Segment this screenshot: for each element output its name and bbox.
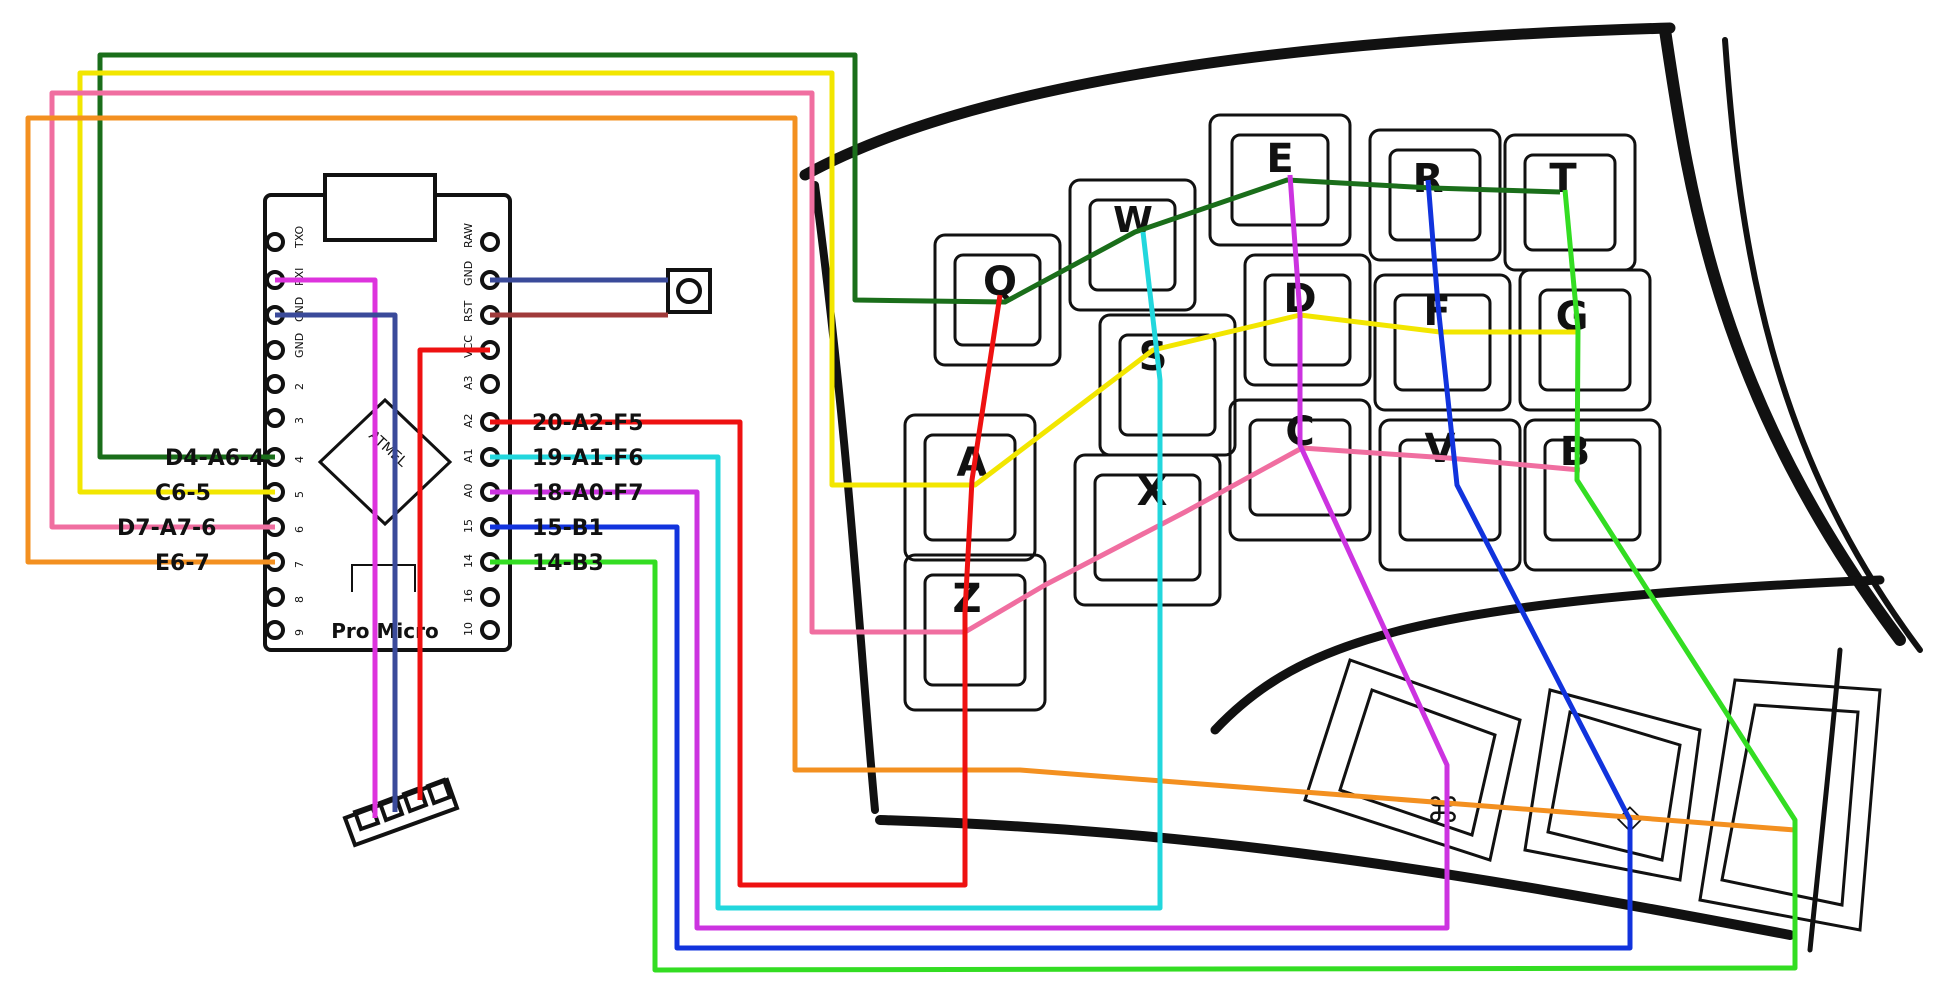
col-4-label: 15-B1 [532, 516, 604, 541]
pin-label: 10 [462, 622, 475, 636]
row-1-label: D4-A6-4 [165, 446, 264, 471]
left-pin-header [265, 232, 285, 640]
pin-label: VCC [462, 335, 475, 358]
row-4-label: E6-7 [155, 551, 210, 576]
key-x-label: X [1137, 469, 1168, 515]
col-1-label: 20-A2-F5 [532, 411, 644, 436]
rxi-wire [275, 277, 378, 818]
pin-label: 7 [293, 561, 306, 568]
reset-button [666, 268, 712, 314]
atmel-chip [317, 397, 453, 527]
pin-label: GND [293, 297, 306, 322]
thumb-key-2-cap [1523, 688, 1702, 882]
col-2-label: 19-A1-F6 [532, 446, 644, 471]
pin-label: 8 [293, 596, 306, 603]
key-b-cap [1523, 418, 1662, 572]
key-legends: Q W E R T A S D F G Z X C V B ⌘ ◇ [952, 136, 1643, 837]
thumb-key-1-label: ⌘ [1426, 791, 1460, 831]
right-pin-labels: RAW GND RST VCC A3 A2 A1 A0 15 14 16 10 [462, 223, 475, 636]
chip-label: ATMEL [365, 428, 410, 471]
key-w-cap [1068, 178, 1197, 312]
pin-label: TXO [293, 225, 306, 249]
row-4-wire [25, 115, 1796, 833]
pin-label: 16 [462, 589, 475, 603]
col-1-wire [490, 294, 1003, 888]
right-pin-header [480, 232, 500, 640]
key-e-label: E [1266, 136, 1293, 182]
key-e-cap [1208, 113, 1352, 247]
col-5-label: 14-B3 [532, 551, 604, 576]
keyboard-case [799, 22, 1923, 953]
thumb-key-1-cap [1303, 658, 1522, 862]
pin-label: 2 [293, 383, 306, 390]
pin-label: RST [462, 300, 475, 322]
pin-label: RAW [462, 223, 475, 248]
gnd-wire [275, 312, 398, 812]
col-3-label: 18-A0-F7 [532, 481, 644, 506]
pin-label: A3 [462, 375, 475, 390]
key-d-cap [1243, 253, 1372, 387]
vcc-wire [417, 347, 490, 800]
pin-label: A1 [462, 448, 475, 463]
pin-label: 5 [293, 491, 306, 498]
board-label: Pro Micro [331, 619, 438, 643]
pin-label: 4 [293, 456, 306, 463]
pin-label: GND [293, 333, 306, 358]
col-3-wire [490, 174, 1450, 931]
col-4-wire [490, 179, 1633, 951]
usb-connector [323, 173, 437, 242]
thumb-key-3-cap [1698, 678, 1882, 932]
pin-label: 3 [293, 417, 306, 424]
pin-label: 9 [293, 629, 306, 636]
row-labels: D4-A6-4 C6-5 D7-A7-6 E6-7 [117, 446, 264, 576]
pin-label: 6 [293, 526, 306, 533]
col-labels: 20-A2-F5 19-A1-F6 18-A0-F7 15-B1 14-B3 [532, 411, 644, 576]
pin-label: A0 [462, 483, 475, 498]
row-1-wire [97, 52, 1561, 460]
left-pin-labels: TXO RXI GND GND 2 3 4 5 6 7 8 9 [293, 225, 306, 636]
key-f-cap [1373, 273, 1512, 412]
pin-label: A2 [462, 413, 475, 428]
key-caps [903, 113, 1882, 932]
pin-label: 15 [462, 519, 475, 533]
key-g-cap [1518, 268, 1652, 412]
pro-micro-board: ATMEL Pro Micro TXO RXI GND GND 2 3 4 5 [263, 173, 512, 652]
col-2-wire [490, 231, 1163, 911]
pin-label: RXI [293, 268, 306, 286]
board-silkscreen-bracket [351, 564, 416, 592]
pin-label: GND [462, 261, 475, 286]
row-2-label: C6-5 [155, 481, 211, 506]
wires [25, 52, 1798, 973]
col-5-wire [490, 189, 1798, 973]
jst-connector [342, 777, 460, 848]
row-2-wire [77, 70, 1580, 495]
pin-label: 14 [462, 554, 475, 568]
key-x-cap [1073, 453, 1222, 607]
row-3-label: D7-A7-6 [117, 516, 216, 541]
